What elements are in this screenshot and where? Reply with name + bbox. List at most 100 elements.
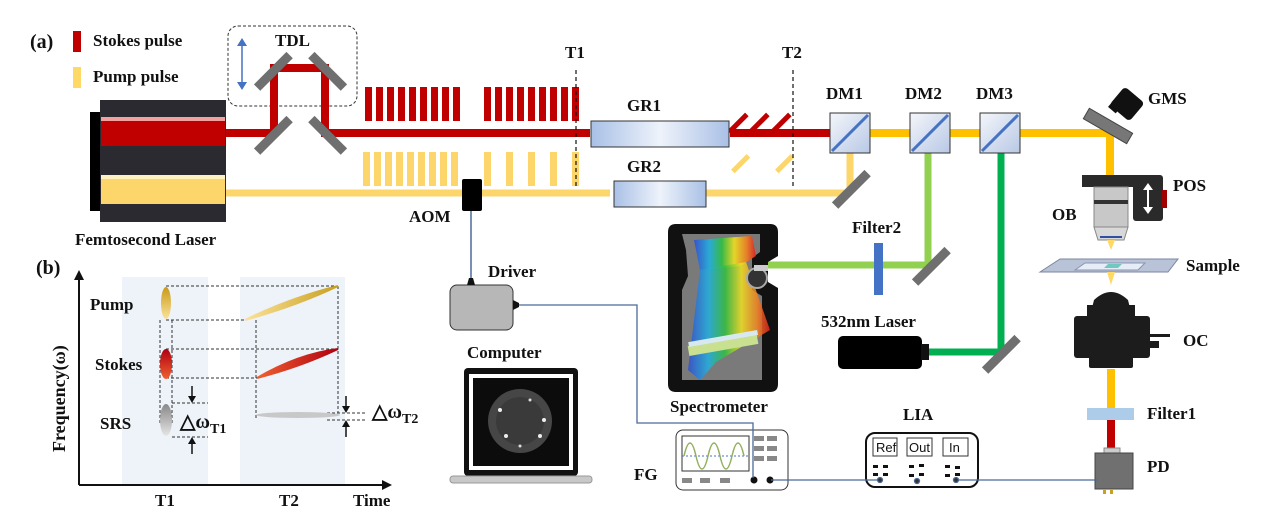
stokes-pulse — [453, 87, 460, 121]
lia-port-in: In — [949, 440, 960, 455]
t2-pump-chirp — [244, 285, 339, 321]
dichroic-dm2 — [909, 112, 951, 154]
lia-port-ref: Ref — [876, 440, 897, 455]
spectrometer — [668, 224, 778, 392]
stokes-pulse — [550, 87, 557, 121]
stokes-pulse — [398, 87, 405, 121]
stokes-chirped-pulses — [727, 112, 792, 134]
stokes-beam — [226, 64, 832, 137]
function-generator — [675, 429, 789, 491]
laser-label: Femtosecond Laser — [75, 230, 217, 249]
y-axis-label: Frequency(ω) — [49, 345, 70, 452]
tdl-label: TDL — [275, 31, 310, 50]
photodiode-pd — [1094, 447, 1134, 494]
pump-pulse — [363, 152, 370, 186]
pump-pulse — [396, 152, 403, 186]
stokes-pulse — [376, 87, 383, 121]
filter2-label: Filter2 — [852, 218, 901, 237]
aom — [462, 179, 482, 211]
row-srs-label: SRS — [100, 414, 131, 433]
grating-gr2 — [613, 180, 707, 208]
delta-t1-arrows-icon — [188, 386, 196, 454]
legend-pump-label: Pump pulse — [93, 67, 179, 86]
gr2-label: GR2 — [627, 157, 661, 176]
tdl-mirrors — [253, 51, 348, 155]
stokes-pulse — [484, 87, 491, 121]
filter2 — [874, 243, 883, 295]
pump-pulse — [407, 152, 414, 186]
delta-t2-sub: T2 — [402, 412, 418, 427]
pump-pulse — [374, 152, 381, 186]
spectrometer-label: Spectrometer — [670, 397, 768, 416]
pump-pulse-train — [363, 152, 579, 186]
t2-window — [240, 277, 345, 484]
pump-mirror — [831, 169, 871, 209]
stokes-pulse — [561, 87, 568, 121]
pump-pulse — [528, 152, 535, 186]
computer-laptop — [449, 368, 593, 484]
stokes-pulse — [528, 87, 535, 121]
sample-stage — [1038, 258, 1180, 285]
tdl-double-arrow-icon — [237, 38, 247, 90]
lia-label: LIA — [903, 405, 934, 424]
legend-stokes-label: Stokes pulse — [93, 31, 183, 50]
green-fold-mirror — [981, 334, 1021, 374]
t2-label: T2 — [782, 43, 802, 62]
stokes-pulse — [409, 87, 416, 121]
stokes-pulse — [506, 87, 513, 121]
oc-label: OC — [1183, 331, 1209, 350]
sample-label: Sample — [1186, 256, 1240, 275]
t1-stokes-pulse — [160, 349, 172, 379]
filter1-label: Filter1 — [1147, 404, 1196, 423]
pump-pulse — [385, 152, 392, 186]
t2-stokes-chirp — [256, 348, 339, 379]
ob-label: OB — [1052, 205, 1077, 224]
pump-beam — [226, 152, 854, 197]
dichroic-dm1 — [829, 112, 871, 154]
dichroic-dm3 — [979, 112, 1021, 154]
pd-label: PD — [1147, 457, 1170, 476]
pump-pulse — [484, 152, 491, 186]
driver-label: Driver — [488, 262, 537, 281]
pump-pulse — [429, 152, 436, 186]
aom-driver — [449, 278, 519, 331]
legend-pump-swatch — [73, 67, 81, 88]
pump-pulse — [550, 152, 557, 186]
pump-pulse — [418, 152, 425, 186]
pos-label: POS — [1173, 176, 1206, 195]
row-stokes-label: Stokes — [95, 355, 143, 374]
row-pump-label: Pump — [90, 295, 133, 314]
laser532-label: 532nm Laser — [821, 312, 916, 331]
stokes-pulse — [442, 87, 449, 121]
piezo-objective-scanner — [1133, 175, 1167, 221]
t1-pump-pulse — [161, 287, 171, 319]
gms-label: GMS — [1148, 89, 1187, 108]
axes — [78, 277, 385, 486]
guide-lines — [159, 285, 366, 438]
laser-532nm — [838, 336, 929, 369]
green-laser-beam — [928, 152, 1005, 356]
delta-t2-symbol: △ω — [371, 401, 402, 423]
signal-wires — [519, 304, 1097, 485]
delta-t1-label: △ωT1 — [179, 411, 226, 437]
lock-in-amplifier — [865, 432, 979, 488]
y-axis-arrow-icon — [74, 270, 84, 280]
stokes-pulse — [539, 87, 546, 121]
stokes-pulse — [365, 87, 372, 121]
condenser-oc — [1074, 292, 1170, 368]
x-axis-arrow-icon — [382, 480, 392, 490]
pump-pulse — [440, 152, 447, 186]
x-axis-label: Time — [353, 491, 391, 510]
stokes-pulse-train — [365, 87, 579, 121]
panel-b-tag: (b) — [36, 257, 60, 279]
femtosecond-laser — [90, 100, 226, 222]
delta-t1-sub: T1 — [210, 422, 226, 437]
stokes-pulse — [431, 87, 438, 121]
legend-stokes-swatch — [73, 31, 81, 52]
x-tick-t2: T2 — [279, 491, 299, 510]
dm1-label: DM1 — [826, 84, 863, 103]
stokes-pulse — [495, 87, 502, 121]
galvo-mirror-scanner — [1082, 88, 1144, 145]
gr1-label: GR1 — [627, 96, 661, 115]
